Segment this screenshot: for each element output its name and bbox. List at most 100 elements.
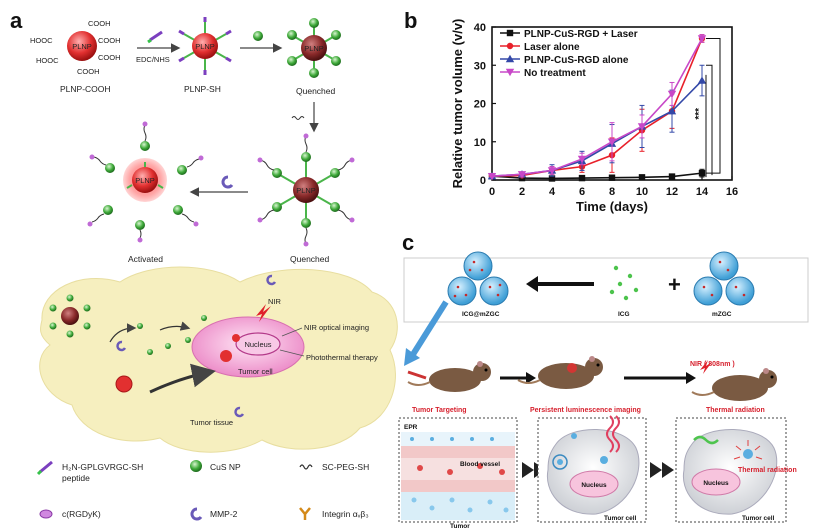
- y-tick-label: 40: [474, 22, 486, 34]
- data-point: [698, 169, 706, 177]
- thermal-radiation-inner: Thermal radiation: [738, 467, 797, 474]
- legend-label: PLNP-CuS-RGD alone: [524, 55, 629, 66]
- data-point: [548, 175, 556, 182]
- tumor-cell-label: Tumor cell: [238, 367, 273, 376]
- series-line: [491, 38, 703, 177]
- cooh-label-6: HOOC: [36, 56, 59, 65]
- y-tick-label: 30: [474, 60, 486, 72]
- sig-bracket-outer: [706, 37, 721, 174]
- x-tick-label: 2: [519, 186, 525, 198]
- endosome-icon: [552, 454, 568, 470]
- cooh-label-4: COOH: [77, 67, 100, 76]
- nucleus-shape: [235, 332, 281, 356]
- nir-label-a: NIR: [268, 297, 282, 306]
- quenched-top-core-label: PLNP: [304, 44, 324, 53]
- mzgc-cluster: [693, 251, 755, 306]
- persistent-imaging-label: Persistent luminescence imaging: [530, 407, 641, 414]
- y-tick-label: 0: [480, 175, 486, 187]
- epr-layer: [401, 432, 515, 446]
- legend-label: PLNP-CuS-RGD + Laser: [524, 29, 638, 40]
- vessel-wall-bottom: [401, 480, 515, 492]
- quenched-label-top: Quenched: [296, 86, 335, 96]
- icg-mzgc-cluster: [447, 251, 509, 306]
- mouse-3: [691, 368, 777, 401]
- panel-letter-b: b: [404, 8, 417, 33]
- quenched-mid-core-label: PLNP: [296, 186, 316, 195]
- y-tick-label: 10: [474, 137, 486, 149]
- data-point: [608, 174, 616, 181]
- heat-rays: [733, 440, 763, 460]
- legend-peg-icon: [299, 464, 313, 470]
- box1-dots: [410, 437, 509, 513]
- mouse-2: [517, 356, 603, 389]
- sig-bracket-mid: [706, 64, 713, 176]
- nir-wave-c: [693, 435, 719, 445]
- blood-vessel-label: Blood vessel: [460, 461, 500, 468]
- legend-peg-label: SC-PEG-SH: [322, 462, 369, 472]
- significance-label: ***: [694, 108, 705, 120]
- data-point: [487, 172, 497, 181]
- mzgc-label: mZGC: [712, 311, 732, 318]
- panel-letter-a: a: [10, 8, 23, 33]
- peg-reagent-icon: [291, 116, 305, 120]
- data-point: [505, 54, 515, 63]
- cooh-label-5: HOOC: [30, 36, 53, 45]
- nucleus-label: Nucleus: [244, 340, 271, 349]
- quenched-particle-top: PLNP: [287, 18, 341, 78]
- pointer-ptt: [279, 349, 305, 357]
- activated-label: Activated: [128, 254, 163, 264]
- activated-particle: PLNP: [87, 121, 204, 243]
- legend-mmp-icon: [190, 507, 203, 521]
- plnp-sh-particle: PLNP: [178, 17, 232, 75]
- cooh-label-1: COOH: [88, 19, 111, 28]
- data-point: [577, 155, 587, 164]
- data-point: [607, 138, 617, 146]
- icg-dots: [609, 265, 639, 301]
- data-point: [668, 173, 676, 180]
- legend-rgd-label: c(RGDyK): [62, 509, 101, 519]
- legend-mmp-label: MMP-2: [210, 509, 238, 519]
- data-point: [506, 42, 514, 50]
- mmp-reagent-icon: [221, 175, 234, 189]
- x-tick-label: 14: [696, 186, 709, 198]
- data-point: [638, 174, 646, 181]
- tumor-targeting-label: Tumor Targeting: [412, 407, 467, 414]
- legend-peptide-label: H₂N-GPLGVRGC-SH: [62, 462, 143, 472]
- pointer-optical: [281, 327, 303, 337]
- nir-bolt-icon: [256, 304, 271, 322]
- data-point: [667, 90, 677, 99]
- data-point: [637, 123, 647, 131]
- nir-808-label: NIR ( 808nm ): [690, 361, 735, 368]
- y-tick-label: 20: [474, 99, 486, 111]
- peptide-reagent-icon: [147, 30, 163, 44]
- legend-label: No treatment: [524, 68, 586, 79]
- cooh-label-3: COOH: [98, 53, 121, 62]
- nucleus-label-2: Nucleus: [581, 482, 607, 489]
- edc-nhs-label: EDC/NHS: [136, 55, 170, 64]
- data-point: [505, 68, 515, 77]
- plnp-core-label: PLNP: [72, 42, 92, 51]
- series-line: [491, 172, 703, 180]
- tumor-cell-label-3: Tumor cell: [742, 515, 775, 522]
- data-point: [517, 171, 527, 179]
- vessel-wall-top: [401, 446, 515, 458]
- photothermal-label: Photothermal therapy: [306, 353, 378, 362]
- data-point: [667, 106, 677, 115]
- particle-2: [600, 456, 608, 464]
- legend-cus-label: CuS NP: [210, 462, 241, 472]
- plnp-sh-core-label: PLNP: [195, 42, 215, 51]
- x-tick-label: 0: [489, 186, 495, 198]
- x-tick-label: 10: [636, 186, 648, 198]
- legend-rgd-icon: [39, 509, 53, 519]
- legend-peptide-icon: [39, 460, 53, 474]
- tumor-cell-label-2: Tumor cell: [604, 515, 637, 522]
- blue-arrow: [409, 300, 449, 358]
- tissue-particles: [49, 274, 277, 418]
- plnp-cooh-particle: PLNP COOH COOH COOH COOH HOOC HOOC: [30, 19, 121, 76]
- nucleus-label-3: Nucleus: [703, 480, 729, 487]
- icg-label: ICG: [618, 311, 630, 318]
- blood-vessel: [401, 458, 515, 480]
- activated-core-label: PLNP: [135, 176, 155, 185]
- data-point: [547, 167, 557, 175]
